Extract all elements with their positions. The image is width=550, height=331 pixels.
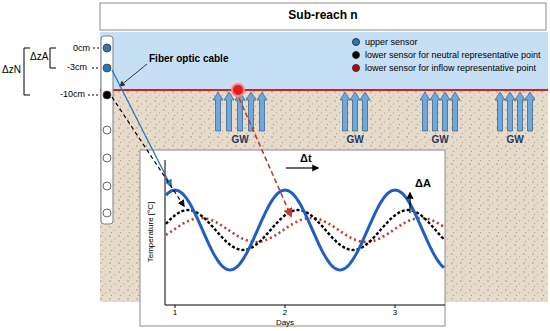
- temperature-curve: [166, 190, 444, 270]
- depth-mark: -10cm: [60, 89, 85, 99]
- gw-label: GW: [231, 134, 248, 146]
- groundwater-arrow: [257, 92, 267, 131]
- y-axis: [165, 160, 166, 305]
- legend-entry: lower sensor for neutral representative …: [352, 50, 541, 60]
- groundwater-arrow: [430, 92, 440, 131]
- pointer-line: [112, 70, 171, 186]
- amplitude-label: ΔA: [415, 177, 431, 190]
- x-ticks: [175, 305, 395, 308]
- axis-title: Temperature [°C]: [146, 202, 155, 263]
- inflow-sensor: [232, 84, 244, 96]
- tick-label: 1: [173, 308, 177, 317]
- gw-label: GW: [506, 134, 523, 146]
- pointer-line: [112, 97, 184, 206]
- lag-arrow: [286, 167, 318, 168]
- groundwater-arrow: [505, 92, 515, 131]
- amplitude-arrow: [409, 193, 410, 213]
- depth-label: ΔzN: [2, 64, 21, 76]
- groundwater-arrow: [235, 92, 245, 131]
- groundwater-arrow: [350, 92, 360, 131]
- fiber-cable: [100, 89, 548, 91]
- pointer-line: [239, 98, 291, 216]
- x-axis: [165, 305, 445, 306]
- sensor-dots: [103, 44, 111, 217]
- legend-entry: lower sensor for inflow representative p…: [352, 63, 536, 73]
- groundwater-arrow: [340, 92, 350, 131]
- groundwater-arrow: [360, 92, 370, 131]
- groundwater-arrow: [495, 92, 505, 131]
- depth-label: ΔzA: [30, 51, 48, 63]
- groundwater-arrow: [515, 92, 525, 131]
- legend-entry: upper sensor: [352, 37, 418, 47]
- leader-line: [120, 64, 147, 86]
- water-region: [100, 32, 548, 90]
- gw-label: GW: [431, 134, 448, 146]
- groundwater-arrow: [213, 92, 223, 131]
- legend-text: lower sensor for neutral representative …: [365, 50, 541, 60]
- sensor-rod: [101, 36, 113, 224]
- groundwater-arrow: [440, 92, 450, 131]
- groundwater-arrows: [213, 92, 535, 131]
- depth-brackets: [24, 48, 100, 95]
- legend-text: lower sensor for inflow representative p…: [365, 63, 536, 73]
- legend-text: upper sensor: [365, 37, 418, 47]
- lag-label: Δt: [300, 152, 312, 165]
- depth-mark: 0cm: [73, 43, 90, 53]
- legend-swatch: [352, 64, 360, 72]
- chart-frame: [140, 150, 445, 326]
- gw-label: GW: [346, 134, 363, 146]
- groundwater-arrow: [525, 92, 535, 131]
- groundwater-arrow: [420, 92, 430, 131]
- tick-label: 2: [283, 308, 287, 317]
- groundwater-arrow: [246, 92, 256, 131]
- tick-label: 3: [393, 308, 397, 317]
- groundwater-arrow: [450, 92, 460, 131]
- axis-title: Days: [276, 318, 294, 327]
- legend-swatch: [352, 51, 360, 59]
- legend-swatch: [352, 38, 360, 46]
- title: Sub-reach n: [288, 9, 357, 23]
- temperature-curves: [166, 190, 444, 270]
- cable-label: Fiber optic cable: [149, 53, 228, 65]
- depth-mark: -3cm: [67, 62, 87, 72]
- title-frame: [100, 3, 546, 30]
- groundwater-arrow: [224, 92, 234, 131]
